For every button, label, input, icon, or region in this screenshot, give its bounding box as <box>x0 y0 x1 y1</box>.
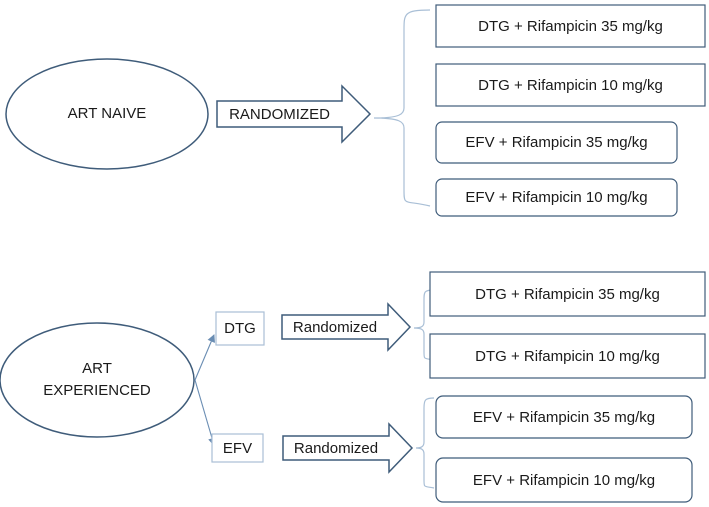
naive-randomized-label: RANDOMIZED <box>229 105 330 123</box>
dtg-label: DTG <box>224 320 256 337</box>
dtg-box <box>215 311 265 346</box>
dtg-randomized-arrow <box>281 302 412 352</box>
efv-arm-box-1 <box>435 395 693 439</box>
branch-arrow-dtg <box>194 334 215 381</box>
art-experienced-node <box>0 322 195 438</box>
art-naive-node <box>5 58 209 170</box>
dtg-arm-label-1: DTG + Rifampicin 35 mg/kg <box>475 285 660 303</box>
naive-arm-label-3: EFV + Rifampicin 35 mg/kg <box>465 134 648 151</box>
efv-randomized-arrow <box>282 422 414 474</box>
naive-arm-box-3 <box>435 121 678 164</box>
art-experienced-line-2: EXPERIENCED <box>43 382 151 399</box>
naive-arm-box-4 <box>435 178 678 217</box>
art-experienced-line-1: ART <box>82 360 112 378</box>
naive-arm-label-2: DTG + Rifampicin 10 mg/kg <box>478 76 663 94</box>
naive-arm-label-4: EFV + Rifampicin 10 mg/kg <box>465 189 648 206</box>
naive-arm-label-1: DTG + Rifampicin 35 mg/kg <box>478 17 663 35</box>
dtg-arm-label-2: DTG + Rifampicin 10 mg/kg <box>475 347 660 365</box>
efv-arms-bracket <box>415 397 435 489</box>
naive-arm-box-2 <box>435 63 706 107</box>
efv-randomized-label: Randomized <box>293 439 379 457</box>
dtg-randomized-label: Randomized <box>292 318 378 336</box>
efv-box <box>211 433 264 463</box>
efv-arm-label-2: EFV + Rifampicin 10 mg/kg <box>472 471 656 489</box>
art-naive-label: ART NAIVE <box>67 105 147 123</box>
dtg-arm-box-2 <box>429 333 706 379</box>
efv-label: EFV <box>222 439 253 457</box>
naive-arm-box-1 <box>435 4 706 48</box>
efv-arm-label-1: EFV + Rifampicin 35 mg/kg <box>472 408 656 426</box>
naive-arms-bracket <box>373 9 431 207</box>
efv-arm-box-2 <box>435 457 693 503</box>
dtg-arms-bracket <box>413 289 435 361</box>
naive-randomized-arrow <box>216 84 372 144</box>
art-experienced-label: ART EXPERIENCED <box>0 323 194 437</box>
dtg-arm-box-1 <box>429 271 706 317</box>
branch-arrow-efv <box>194 379 216 446</box>
